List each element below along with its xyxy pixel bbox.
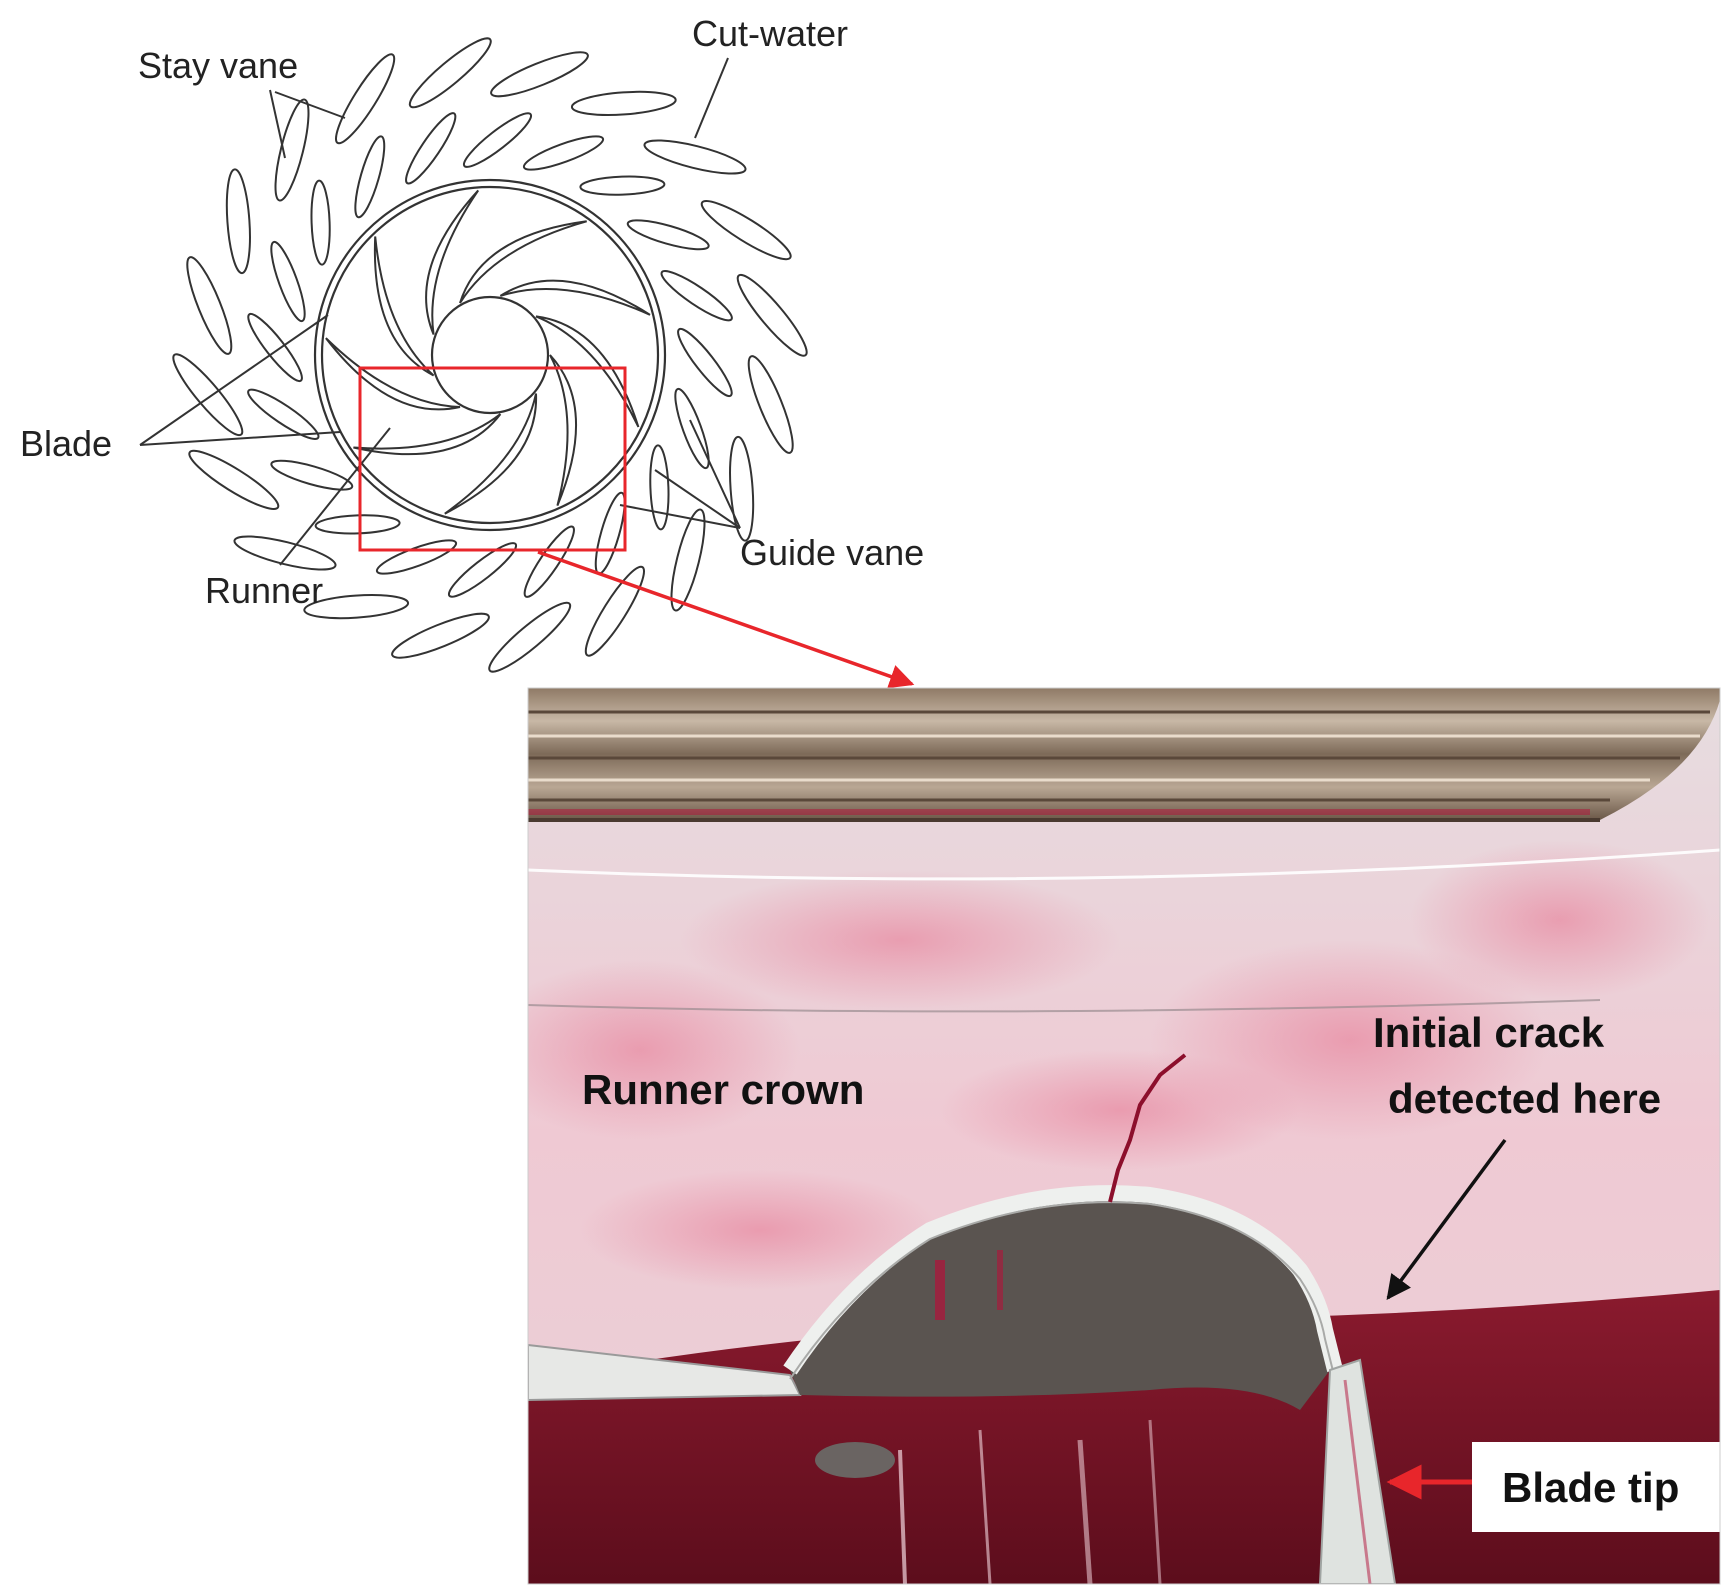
initial-crack-label-line1: Initial crack <box>1373 1009 1605 1056</box>
stay-vane <box>274 98 310 202</box>
runner-blade <box>499 279 651 316</box>
guide-vane <box>247 312 303 383</box>
guide-vane <box>674 387 710 470</box>
stay-vane <box>186 256 233 355</box>
guide-vane <box>677 327 733 398</box>
guide-vane-label: Guide vane <box>740 532 924 573</box>
runner-blade <box>353 413 502 456</box>
runner-blade <box>373 236 435 377</box>
runner-blade <box>425 189 480 335</box>
stay-vane <box>747 355 794 454</box>
guide-vane <box>649 444 670 531</box>
stay-vane <box>729 435 755 542</box>
guide-vane-leader-2 <box>654 469 741 529</box>
stay-vanes <box>172 37 808 673</box>
guide-vane <box>375 539 458 575</box>
guide-vane <box>660 270 733 322</box>
guide-vane <box>405 112 457 185</box>
blade-leader-2 <box>139 431 341 446</box>
stay-vane <box>303 594 410 620</box>
guide-vane <box>270 459 354 491</box>
guide-vane <box>523 525 575 598</box>
runner-crown-label: Runner crown <box>582 1066 864 1113</box>
runner-blade <box>325 337 461 411</box>
stay-vane <box>570 90 677 116</box>
initial-crack-label-line2: detected here <box>1388 1075 1661 1122</box>
stay-vane <box>488 601 572 673</box>
stay-vane <box>490 51 589 98</box>
stay-vane <box>736 273 808 357</box>
stay-vane-leader-2 <box>274 91 346 119</box>
stay-vane <box>391 612 490 659</box>
guide-vane <box>447 542 518 598</box>
runner-blade <box>444 393 538 515</box>
runner-crack-photo: Runner crown Initial crack detected here… <box>528 688 1720 1584</box>
seal-rings <box>528 688 1720 822</box>
runner-blade <box>549 354 578 506</box>
stay-vane <box>584 565 645 657</box>
stay-vane-label: Stay vane <box>138 45 298 86</box>
blade-tip-label-box <box>1472 1442 1720 1532</box>
crack-arrow <box>1386 1138 1507 1300</box>
stay-vane <box>335 53 396 145</box>
stay-vane <box>172 353 244 437</box>
blade-leader-1 <box>139 314 329 446</box>
runner-leader <box>279 427 391 566</box>
runner-blade <box>535 315 640 428</box>
stay-vane <box>188 449 280 510</box>
runner-label: Runner <box>205 570 323 611</box>
stay-vane <box>643 139 747 175</box>
crown-cutout <box>790 1193 1330 1410</box>
stay-vane <box>408 37 492 109</box>
runner-inner-ring <box>320 185 660 525</box>
guide-vane <box>310 179 331 266</box>
guide-vanes <box>247 112 733 598</box>
stay-vane <box>700 200 792 261</box>
blade-tip-label: Blade tip <box>1502 1464 1679 1511</box>
stay-vane <box>670 508 706 612</box>
zoom-arrow <box>537 550 915 689</box>
guide-vane <box>462 112 533 168</box>
guide-vane <box>247 388 320 440</box>
turbine-diagram: Stay vane Cut-water Blade Guide vane Run… <box>20 13 924 673</box>
cut-water-label: Cut-water <box>692 13 848 54</box>
photo-border <box>527 687 1721 1585</box>
guide-vane <box>314 514 401 535</box>
blade-label: Blade <box>20 423 112 464</box>
runner-blade <box>459 220 587 304</box>
stay-vane-leader-1 <box>269 89 286 159</box>
stay-vane <box>225 168 251 275</box>
highlight-box <box>358 366 627 552</box>
guide-vane-leader-3 <box>619 504 741 529</box>
cut-water-leader <box>694 57 729 139</box>
guide-vane <box>354 135 386 219</box>
guide-vane <box>579 175 666 196</box>
leader-lines <box>139 57 741 566</box>
runner-outer-ring <box>313 178 667 532</box>
runner-hub <box>430 295 550 415</box>
guide-vane <box>522 135 605 171</box>
crack-line <box>1108 1053 1187 1203</box>
guide-vane <box>626 219 710 251</box>
guide-vane-leader-1 <box>689 419 741 529</box>
runner-blades <box>325 189 651 515</box>
guide-vane <box>270 240 306 323</box>
